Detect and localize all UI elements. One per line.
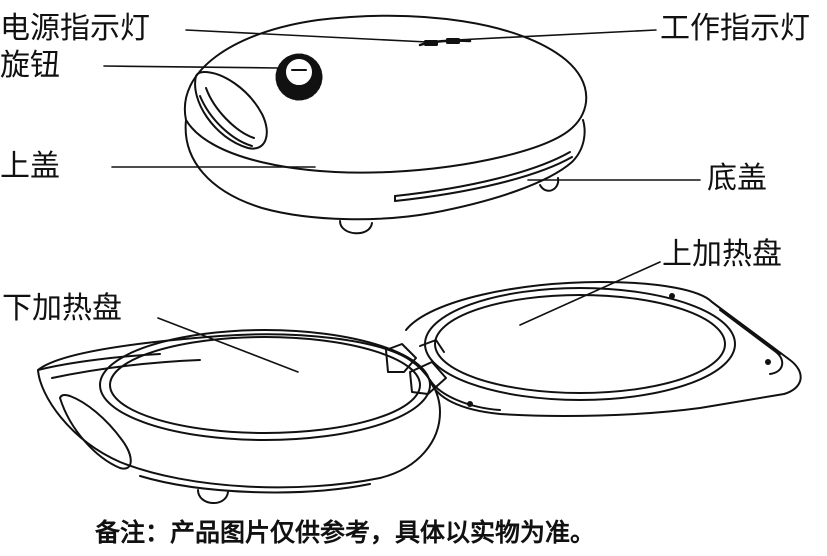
power-indicator-lamp	[424, 40, 438, 46]
side-handle	[194, 71, 268, 150]
upper-heating-plate-shape	[424, 287, 736, 401]
knob-shape	[275, 53, 323, 101]
leader-lines	[103, 29, 701, 373]
work-indicator-label: 工作指示灯	[660, 11, 810, 46]
upper-heating-plate-label: 上加热盘	[662, 237, 782, 272]
disclaimer-note: 备注：产品图片仅供参考，具体以实物为准。	[95, 518, 596, 547]
open-appliance	[37, 281, 802, 504]
lower-body-outer	[37, 333, 441, 489]
closed-appliance	[183, 14, 588, 235]
leader-work-indicator	[455, 29, 657, 41]
work-indicator-lamp	[446, 38, 460, 44]
foot-right	[539, 177, 560, 192]
top-cover-label: 上盖	[0, 149, 60, 184]
leader-knob	[103, 65, 279, 69]
indicator-strip	[418, 39, 472, 47]
lower-side-handle	[59, 393, 132, 470]
lower-heating-plate-shape	[99, 329, 431, 441]
base-cover-label: 底盖	[707, 161, 767, 196]
hinge	[385, 343, 417, 373]
top-cover-shape	[183, 14, 588, 174]
leader-upper-plate	[519, 261, 661, 326]
foot-front	[339, 220, 373, 235]
lower-foot	[197, 489, 229, 504]
leader-lower-plate	[157, 317, 299, 373]
leader-power-indicator	[185, 29, 428, 43]
knob-label: 旋钮	[0, 48, 60, 83]
base-cover-shape	[184, 119, 586, 221]
power-indicator-label: 电源指示灯	[0, 11, 150, 46]
lower-heating-plate-label: 下加热盘	[2, 291, 122, 326]
upper-body-outer	[405, 281, 802, 417]
